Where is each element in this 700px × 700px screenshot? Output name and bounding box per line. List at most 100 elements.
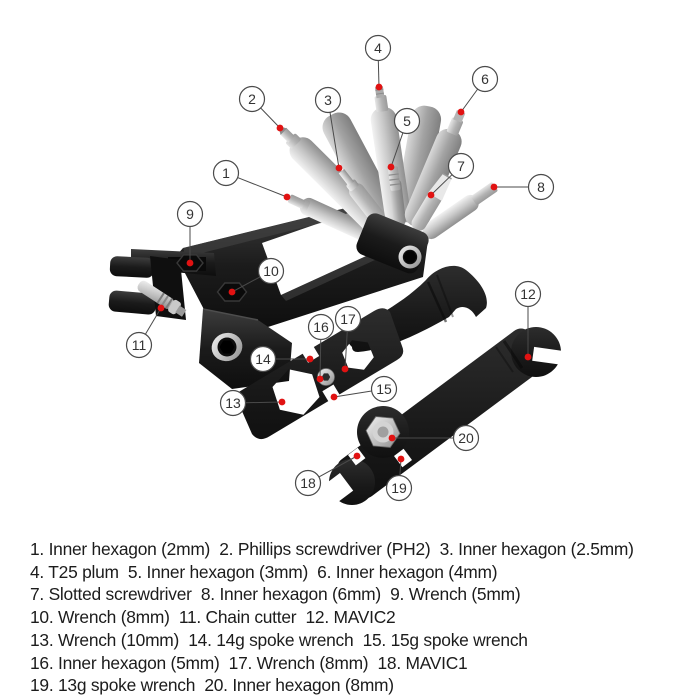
bit-leaf-6-hex4 — [404, 109, 466, 228]
chain-prong-upper — [109, 256, 155, 278]
callout-dot — [228, 288, 236, 296]
callout-13: 13 — [219, 389, 286, 417]
callout-17: 17 — [334, 305, 362, 373]
callout-4: 4 — [364, 34, 392, 91]
callout-circle — [471, 65, 499, 93]
callout-leader-line — [245, 401, 283, 404]
callout-dot — [387, 163, 395, 171]
callout-dot — [278, 398, 286, 406]
callout-leader-line — [344, 331, 348, 370]
callout-number: 1 — [222, 165, 230, 181]
callout-18: 18 — [294, 452, 361, 497]
spoke-bar-ridge — [495, 346, 514, 373]
bit-leaf-5-hex3 — [388, 166, 406, 227]
callout-leader-line — [237, 177, 288, 198]
callout-number: 12 — [520, 286, 536, 302]
callout-circle — [219, 389, 247, 417]
callout-leader-line — [329, 112, 340, 169]
callout-number: 5 — [403, 113, 411, 129]
callout-leader-line — [231, 276, 261, 293]
callout-leader-line — [377, 60, 380, 88]
callout-circle — [212, 159, 240, 187]
callout-16: 16 — [307, 313, 335, 383]
callout-number: 14 — [255, 351, 271, 367]
pivot-block — [356, 213, 429, 274]
callout-leader-line — [318, 455, 358, 478]
callout-circle — [294, 469, 322, 497]
callout-20: 20 — [388, 424, 480, 452]
spoke-bar-ridge — [502, 340, 524, 369]
bit-back-plate — [322, 112, 399, 228]
callout-11: 11 — [125, 304, 165, 359]
parts-legend: 1. Inner hexagon (2mm) 2. Phillips screw… — [30, 538, 690, 697]
callout-leader-line — [460, 88, 479, 113]
bar-hex-bolt-center — [377, 426, 389, 438]
legend-line-3: 7. Slotted screwdriver 8. Inner hexagon … — [30, 584, 521, 605]
callout-number: 8 — [537, 179, 545, 195]
callout-dot — [306, 355, 314, 363]
callout-5: 5 — [387, 107, 421, 171]
callout-dot — [457, 108, 465, 116]
callout-dot — [341, 365, 349, 373]
callout-dot — [490, 183, 498, 191]
block-socket-hex — [219, 340, 235, 354]
callout-8: 8 — [490, 173, 555, 201]
callout-circle — [452, 424, 480, 452]
callout-dot — [316, 375, 324, 383]
callout-dot — [388, 434, 396, 442]
tire-lever-ridge — [426, 281, 448, 323]
callout-circle — [527, 173, 555, 201]
callout-dot — [157, 304, 165, 312]
callout-circle — [385, 474, 413, 502]
legend-line-2: 4. T25 plum 5. Inner hexagon (3mm) 6. In… — [30, 561, 498, 582]
legend-line-4: 10. Wrench (8mm) 11. Chain cutter 12. MA… — [30, 607, 396, 628]
pivot-socket-hex — [403, 251, 417, 263]
spoke-wrench-bar — [320, 327, 568, 506]
callout-number: 15 — [376, 381, 392, 397]
callout-circle — [334, 305, 362, 333]
callout-leader-line — [260, 107, 281, 129]
callout-dot — [335, 164, 343, 172]
callout-circle — [364, 34, 392, 62]
callout-number: 2 — [248, 91, 256, 107]
chain-block-edge — [202, 308, 259, 321]
callout-number: 10 — [263, 263, 279, 279]
callout-19: 19 — [385, 455, 413, 502]
callout-number: 16 — [313, 319, 329, 335]
callout-circle — [257, 257, 285, 285]
callout-dot — [276, 124, 284, 132]
callout-dot — [427, 191, 435, 199]
callout-dot — [397, 455, 405, 463]
legend-line-1: 1. Inner hexagon (2mm) 2. Phillips screw… — [30, 539, 634, 559]
callout-dot — [283, 193, 291, 201]
callout-circle — [307, 313, 335, 341]
callout-dot — [524, 353, 532, 361]
callout-12: 12 — [514, 280, 542, 361]
callout-7: 7 — [427, 152, 475, 199]
callout-number: 9 — [186, 206, 194, 222]
callout-2: 2 — [238, 85, 284, 132]
callout-6: 6 — [457, 65, 499, 116]
spoke-notch-14g — [301, 344, 320, 363]
callout-circle — [314, 86, 342, 114]
chain-pin — [137, 280, 187, 317]
mavic2-fork-notch — [532, 346, 568, 366]
callout-number: 18 — [300, 475, 316, 491]
callout-circle — [125, 331, 153, 359]
callout-dot — [186, 259, 194, 267]
callout-leader-line — [319, 339, 322, 380]
tire-lever-ridge — [436, 274, 454, 318]
callout-dot — [330, 393, 338, 401]
callout-14: 14 — [249, 345, 314, 373]
legend-line-5: 13. Wrench (10mm) 14. 14g spoke wrench 1… — [30, 629, 528, 650]
callout-number: 4 — [374, 40, 382, 56]
callout-3: 3 — [314, 86, 343, 172]
callout-leader-line — [390, 132, 404, 168]
callout-number: 17 — [340, 311, 356, 327]
tail-fork-notch — [320, 472, 354, 506]
callout-15: 15 — [330, 375, 398, 403]
callout-number: 11 — [132, 337, 147, 353]
